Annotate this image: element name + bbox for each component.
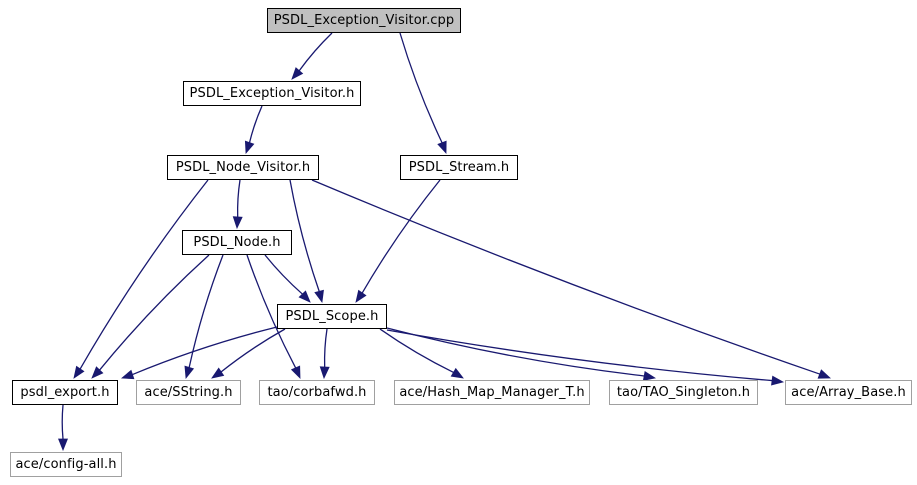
edge-psdl_export_h-to-ace_config_all_h — [58, 404, 68, 452]
edge-psdl_scope_h-to-tao_tao_singleton_h — [386, 327, 657, 381]
node-label: ace/Hash_Map_Manager_T.h — [399, 385, 585, 400]
arrowhead — [450, 367, 464, 379]
edge-psdl_node_visitor_h-to-psdl_export_h — [73, 179, 209, 379]
node-label: psdl_export.h — [20, 385, 110, 400]
edge-psdl_scope_h-to-ace_array_base_h — [386, 329, 785, 386]
arrowhead — [298, 290, 311, 303]
node-psdl_stream_h[interactable]: PSDL_Stream.h — [400, 155, 518, 180]
node-tao_tao_singleton_h[interactable]: tao/TAO_Singleton.h — [609, 380, 758, 405]
arrowhead — [290, 365, 301, 379]
arrowhead — [120, 369, 135, 380]
node-psdl_exception_visitor_h[interactable]: PSDL_Exception_Visitor.h — [183, 81, 361, 106]
node-label: ace/config-all.h — [15, 457, 117, 472]
edge-psdl_node_visitor_h-to-ace_array_base_h — [311, 179, 832, 379]
node-psdl_node_h[interactable]: PSDL_Node.h — [182, 230, 292, 255]
edge-psdl_node_h-to-ace_sstring_h — [184, 254, 224, 380]
arrowhead — [91, 366, 104, 379]
edge-psdl_node_visitor_h-to-psdl_scope_h — [289, 179, 324, 304]
node-label: tao/corbafwd.h — [267, 385, 367, 400]
arrowhead — [314, 289, 324, 304]
arrowhead — [437, 140, 447, 155]
node-psdl_scope_h[interactable]: PSDL_Scope.h — [277, 304, 387, 329]
edge-psdl_stream_h-to-psdl_scope_h — [355, 179, 441, 303]
edge-psdl_node_h-to-psdl_export_h — [91, 254, 210, 379]
node-label: PSDL_Node.h — [193, 235, 281, 250]
edge-psdl_scope_h-to-tao_corbafwd_h — [319, 328, 330, 380]
edge-psdl_exception_visitor_cpp-to-psdl_stream_h — [399, 32, 447, 155]
node-psdl_node_visitor_h[interactable]: PSDL_Node_Visitor.h — [167, 155, 319, 180]
arrowhead — [355, 289, 367, 303]
arrowhead — [291, 67, 304, 80]
node-psdl_export_h[interactable]: psdl_export.h — [12, 380, 118, 405]
node-label: ace/Array_Base.h — [791, 385, 906, 400]
node-label: tao/TAO_Singleton.h — [616, 385, 751, 400]
node-psdl_exception_visitor_cpp[interactable]: PSDL_Exception_Visitor.cpp — [267, 8, 461, 33]
edge-psdl_exception_visitor_cpp-to-psdl_exception_visitor_h — [291, 32, 333, 80]
arrowhead — [73, 365, 85, 379]
edge-psdl_node_h-to-psdl_scope_h — [264, 254, 311, 303]
edge-psdl_scope_h-to-ace_hash_map_manager_t_h — [379, 328, 464, 379]
node-ace_sstring_h[interactable]: ace/SString.h — [136, 380, 241, 405]
arrowhead — [232, 216, 243, 230]
node-tao_corbafwd_h[interactable]: tao/corbafwd.h — [259, 380, 375, 405]
node-label: PSDL_Exception_Visitor.cpp — [273, 13, 455, 28]
node-label: PSDL_Exception_Visitor.h — [189, 86, 355, 101]
arrowhead — [58, 438, 68, 452]
arrowhead — [319, 366, 330, 380]
arrowhead — [642, 371, 657, 381]
edge-psdl_exception_visitor_h-to-psdl_node_visitor_h — [244, 105, 263, 155]
node-label: PSDL_Node_Visitor.h — [175, 160, 311, 175]
edge-psdl_scope_h-to-ace_sstring_h — [211, 328, 286, 379]
node-label: PSDL_Stream.h — [408, 160, 510, 175]
edge-psdl_node_visitor_h-to-psdl_node_h — [232, 179, 243, 230]
arrowhead — [244, 140, 255, 155]
node-ace_array_base_h[interactable]: ace/Array_Base.h — [785, 380, 912, 405]
arrowhead — [184, 365, 195, 380]
arrowhead — [771, 375, 785, 386]
arrowhead — [817, 369, 832, 379]
node-label: ace/SString.h — [144, 385, 233, 400]
node-label: PSDL_Scope.h — [285, 309, 379, 324]
edge-psdl_scope_h-to-psdl_export_h — [120, 326, 278, 380]
arrowhead — [211, 367, 225, 379]
node-ace_config_all_h[interactable]: ace/config-all.h — [10, 452, 122, 477]
node-ace_hash_map_manager_t_h[interactable]: ace/Hash_Map_Manager_T.h — [394, 380, 590, 405]
